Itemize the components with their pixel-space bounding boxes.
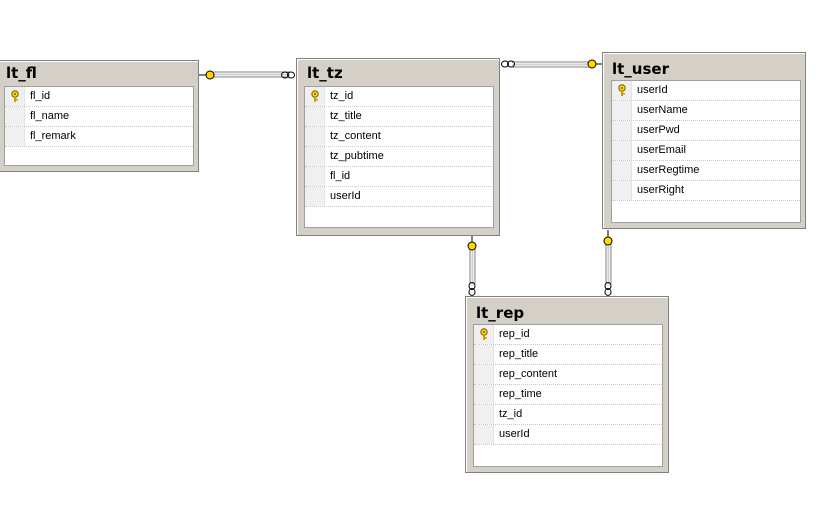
column-row[interactable]: userEmail (612, 141, 800, 161)
row-selector[interactable] (305, 127, 325, 146)
relationship-tz-user (501, 59, 603, 69)
column-name: tz_content (330, 130, 381, 142)
many-end-infinity-icon (281, 71, 295, 79)
many-end-infinity-icon (468, 282, 476, 296)
column-name: userId (499, 428, 530, 440)
row-selector[interactable] (474, 345, 494, 364)
column-row[interactable]: tz_id (474, 405, 662, 425)
column-row[interactable]: rep_title (474, 345, 662, 365)
row-selector[interactable] (612, 141, 632, 160)
many-end-infinity-icon (501, 60, 515, 68)
relationship-fl-tz (199, 70, 295, 80)
column-row[interactable]: userId (305, 187, 493, 207)
column-row[interactable]: rep_content (474, 365, 662, 385)
column-name: userEmail (637, 144, 686, 156)
row-selector[interactable] (612, 101, 632, 120)
table-lt_user[interactable]: lt_user userId userName userPwd userEmai… (602, 52, 806, 229)
column-name: tz_pubtime (330, 150, 384, 162)
column-row[interactable]: rep_id (474, 325, 662, 345)
row-selector[interactable] (5, 107, 25, 126)
column-name: userId (637, 84, 668, 96)
primary-key-icon (311, 90, 319, 102)
primary-key-icon (11, 90, 19, 102)
row-selector[interactable] (305, 187, 325, 206)
column-name: userRegtime (637, 164, 700, 176)
column-grid: tz_id tz_title tz_content tz_pubtime fl_… (304, 86, 494, 228)
row-selector[interactable] (474, 385, 494, 404)
column-name: userPwd (637, 124, 680, 136)
column-name: rep_time (499, 388, 542, 400)
column-name: tz_id (330, 90, 354, 102)
column-name: fl_id (330, 170, 351, 182)
row-selector[interactable] (5, 127, 25, 146)
column-row[interactable]: fl_name (5, 107, 193, 127)
column-name: rep_title (499, 348, 539, 360)
one-end-key-icon (199, 70, 215, 80)
one-end-key-icon (587, 59, 603, 69)
column-grid: fl_id fl_name fl_remark (4, 86, 194, 166)
primary-key-icon (618, 84, 626, 96)
table-lt_tz[interactable]: lt_tz tz_id tz_title tz_content tz_pubti… (296, 58, 500, 236)
column-row[interactable]: fl_id (305, 167, 493, 187)
table-title: lt_fl (6, 64, 37, 82)
column-name: rep_content (499, 368, 558, 380)
row-selector[interactable] (474, 405, 494, 424)
table-title: lt_rep (476, 304, 525, 322)
column-row[interactable]: userPwd (612, 121, 800, 141)
column-grid: rep_id rep_title rep_content rep_time tz… (473, 324, 663, 467)
row-selector[interactable] (305, 147, 325, 166)
column-name: userRight (637, 184, 685, 196)
table-title: lt_tz (307, 64, 343, 82)
row-selector[interactable] (474, 425, 494, 444)
table-lt_rep[interactable]: lt_rep rep_id rep_title rep_content rep_… (465, 296, 669, 473)
column-name: tz_id (499, 408, 523, 420)
row-selector[interactable] (612, 161, 632, 180)
column-row[interactable]: tz_id (305, 87, 493, 107)
column-row[interactable]: userId (474, 425, 662, 445)
table-lt_fl[interactable]: lt_fl fl_id fl_name fl_remark (0, 60, 199, 172)
row-selector[interactable] (612, 121, 632, 140)
one-end-key-icon (467, 236, 477, 251)
column-grid: userId userName userPwd userEmail userRe… (611, 80, 801, 223)
row-selector[interactable] (474, 365, 494, 384)
column-name: tz_title (330, 110, 362, 122)
column-name: rep_id (499, 328, 530, 340)
row-selector[interactable] (305, 107, 325, 126)
many-end-infinity-icon (604, 282, 612, 296)
column-name: userId (330, 190, 361, 202)
column-row[interactable]: userName (612, 101, 800, 121)
table-title: lt_user (612, 60, 669, 78)
column-row[interactable]: userId (612, 81, 800, 101)
row-selector[interactable] (305, 167, 325, 186)
primary-key-icon (480, 328, 488, 340)
relationship-tz-rep (467, 236, 477, 296)
column-row[interactable]: tz_content (305, 127, 493, 147)
column-name: fl_name (30, 110, 70, 122)
column-row[interactable]: fl_remark (5, 127, 193, 147)
column-name: fl_id (30, 90, 51, 102)
column-row[interactable]: userRight (612, 181, 800, 201)
column-row[interactable]: rep_time (474, 385, 662, 405)
column-row[interactable]: tz_pubtime (305, 147, 493, 167)
one-end-key-icon (603, 230, 613, 246)
column-row[interactable]: tz_title (305, 107, 493, 127)
relationship-user-rep (603, 230, 613, 296)
column-row[interactable]: fl_id (5, 87, 193, 107)
column-name: fl_remark (30, 130, 76, 142)
column-name: userName (637, 104, 688, 116)
column-row[interactable]: userRegtime (612, 161, 800, 181)
row-selector[interactable] (612, 181, 632, 200)
